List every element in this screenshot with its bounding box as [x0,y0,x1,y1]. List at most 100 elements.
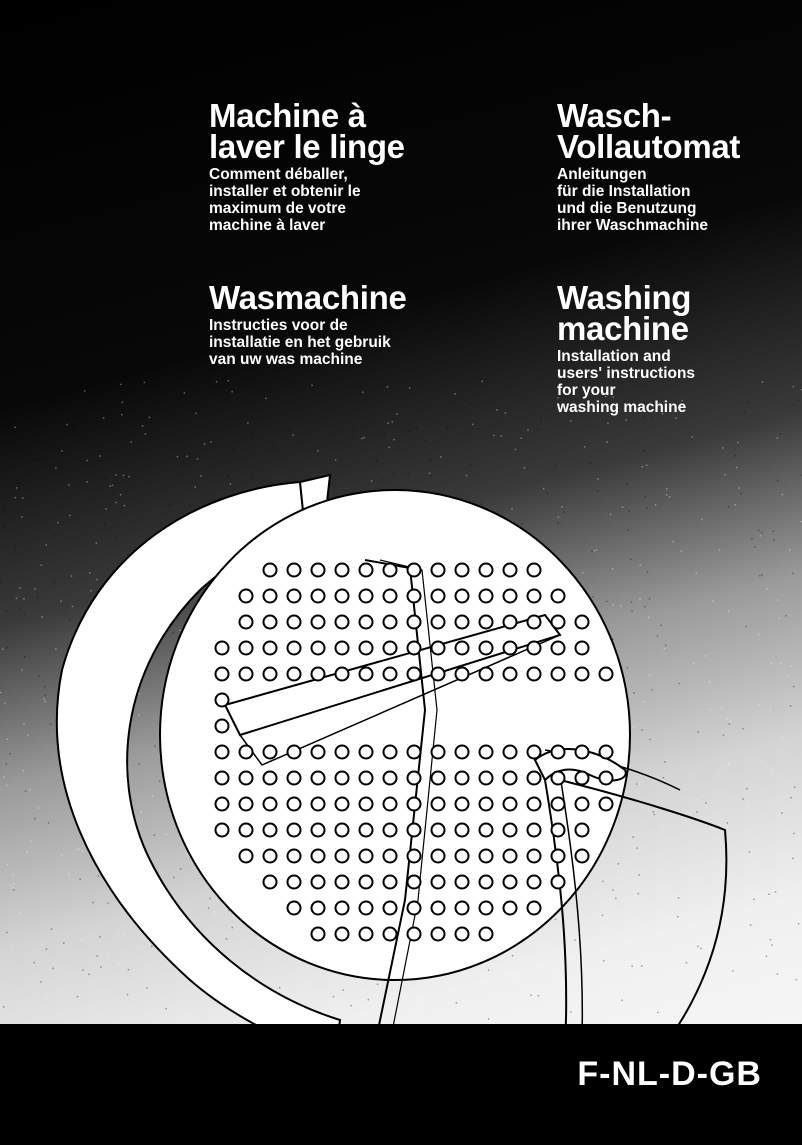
drum-hole [454,588,470,604]
drum-hole [262,588,278,604]
drum-hole [502,848,518,864]
grain-dot [361,437,363,440]
grain-dot [776,480,779,482]
grain-dot [388,446,390,449]
grain-dot [758,893,761,896]
grain-dot [55,467,57,470]
drum-hole [526,588,542,604]
drum-hole [526,562,542,578]
drum-hole [382,666,398,682]
grain-dot [666,919,668,922]
grain-dot [757,529,760,532]
grain-dot [612,604,614,607]
grain-dot [795,978,798,981]
grain-dot [696,798,699,801]
drum-hole [214,796,230,812]
grain-dot [625,483,628,486]
grain-dot [771,944,773,946]
grain-dot [65,393,68,395]
grain-dot [627,510,630,512]
section-french: Machine à laver le linge Comment déballe… [209,99,509,234]
grain-dot [697,939,699,942]
drum-hole [286,562,302,578]
grain-dot [252,478,254,481]
grain-dot [172,631,175,634]
drum-hole [358,666,374,682]
drum-hole [310,822,326,838]
drum-hole [502,822,518,838]
grain-dot [648,598,651,600]
drum-hole [406,640,422,656]
grain-dot [769,938,772,941]
drum-hole [334,770,350,786]
grain-dot [6,738,9,741]
drum-hole [502,744,518,760]
grain-dot [278,986,281,989]
grain-dot [672,540,674,543]
drum-hole [382,744,398,760]
drum-hole [454,640,470,656]
grain-dot [644,495,647,497]
grain-dot [88,973,90,976]
grain-dot [211,403,214,406]
grain-dot [765,906,768,909]
grain-dot [195,412,197,415]
grain-dot [23,598,25,600]
grain-dot [800,389,802,391]
drum-hole [406,796,422,812]
grain-dot [68,618,71,621]
grain-dot [78,848,81,850]
drum-hole [238,796,254,812]
drum-hole [406,900,422,916]
grain-dot [408,1018,410,1020]
grain-dot [665,494,668,496]
drum-hole [526,900,542,916]
drum-hole [550,588,566,604]
grain-dot [790,665,792,667]
grain-dot [103,524,106,526]
grain-dot [673,990,676,992]
grain-dot [96,578,98,581]
drum-hole [310,926,326,942]
grain-dot [423,1019,425,1021]
drum-hole [430,796,446,812]
grain-dot [651,689,653,691]
grain-dot [332,995,335,998]
grain-dot [781,493,784,496]
grain-dot [9,752,11,755]
grain-dot [409,430,411,432]
grain-dot [504,412,507,414]
grain-dot [563,511,565,513]
grain-dot [30,840,32,843]
grain-dot [52,967,54,970]
grain-dot [749,1000,752,1003]
grain-dot [637,892,640,895]
grain-dot [774,891,777,893]
grain-dot [737,992,740,995]
grain-dot [3,702,6,705]
grain-dot [226,475,229,477]
drum-hole [478,822,494,838]
grain-dot [144,433,147,435]
grain-dot [664,644,667,647]
grain-dot [792,572,794,575]
grain-dot [165,1007,167,1010]
grain-dot [81,850,84,852]
grain-dot [660,624,662,627]
drum-hole [454,666,470,682]
drum-hole [574,822,590,838]
grain-dot [759,575,761,577]
grain-dot [625,823,628,826]
drum-hole [430,848,446,864]
grain-dot [387,422,389,425]
grain-dot [758,704,760,706]
grain-dot [37,596,39,598]
grain-dot [120,383,122,386]
drum-hole [478,874,494,890]
grain-dot [596,490,599,493]
grain-dot [761,381,764,383]
grain-dot [183,392,186,394]
grain-dot [37,458,39,460]
grain-dot [481,380,483,383]
drum-hole [310,562,326,578]
